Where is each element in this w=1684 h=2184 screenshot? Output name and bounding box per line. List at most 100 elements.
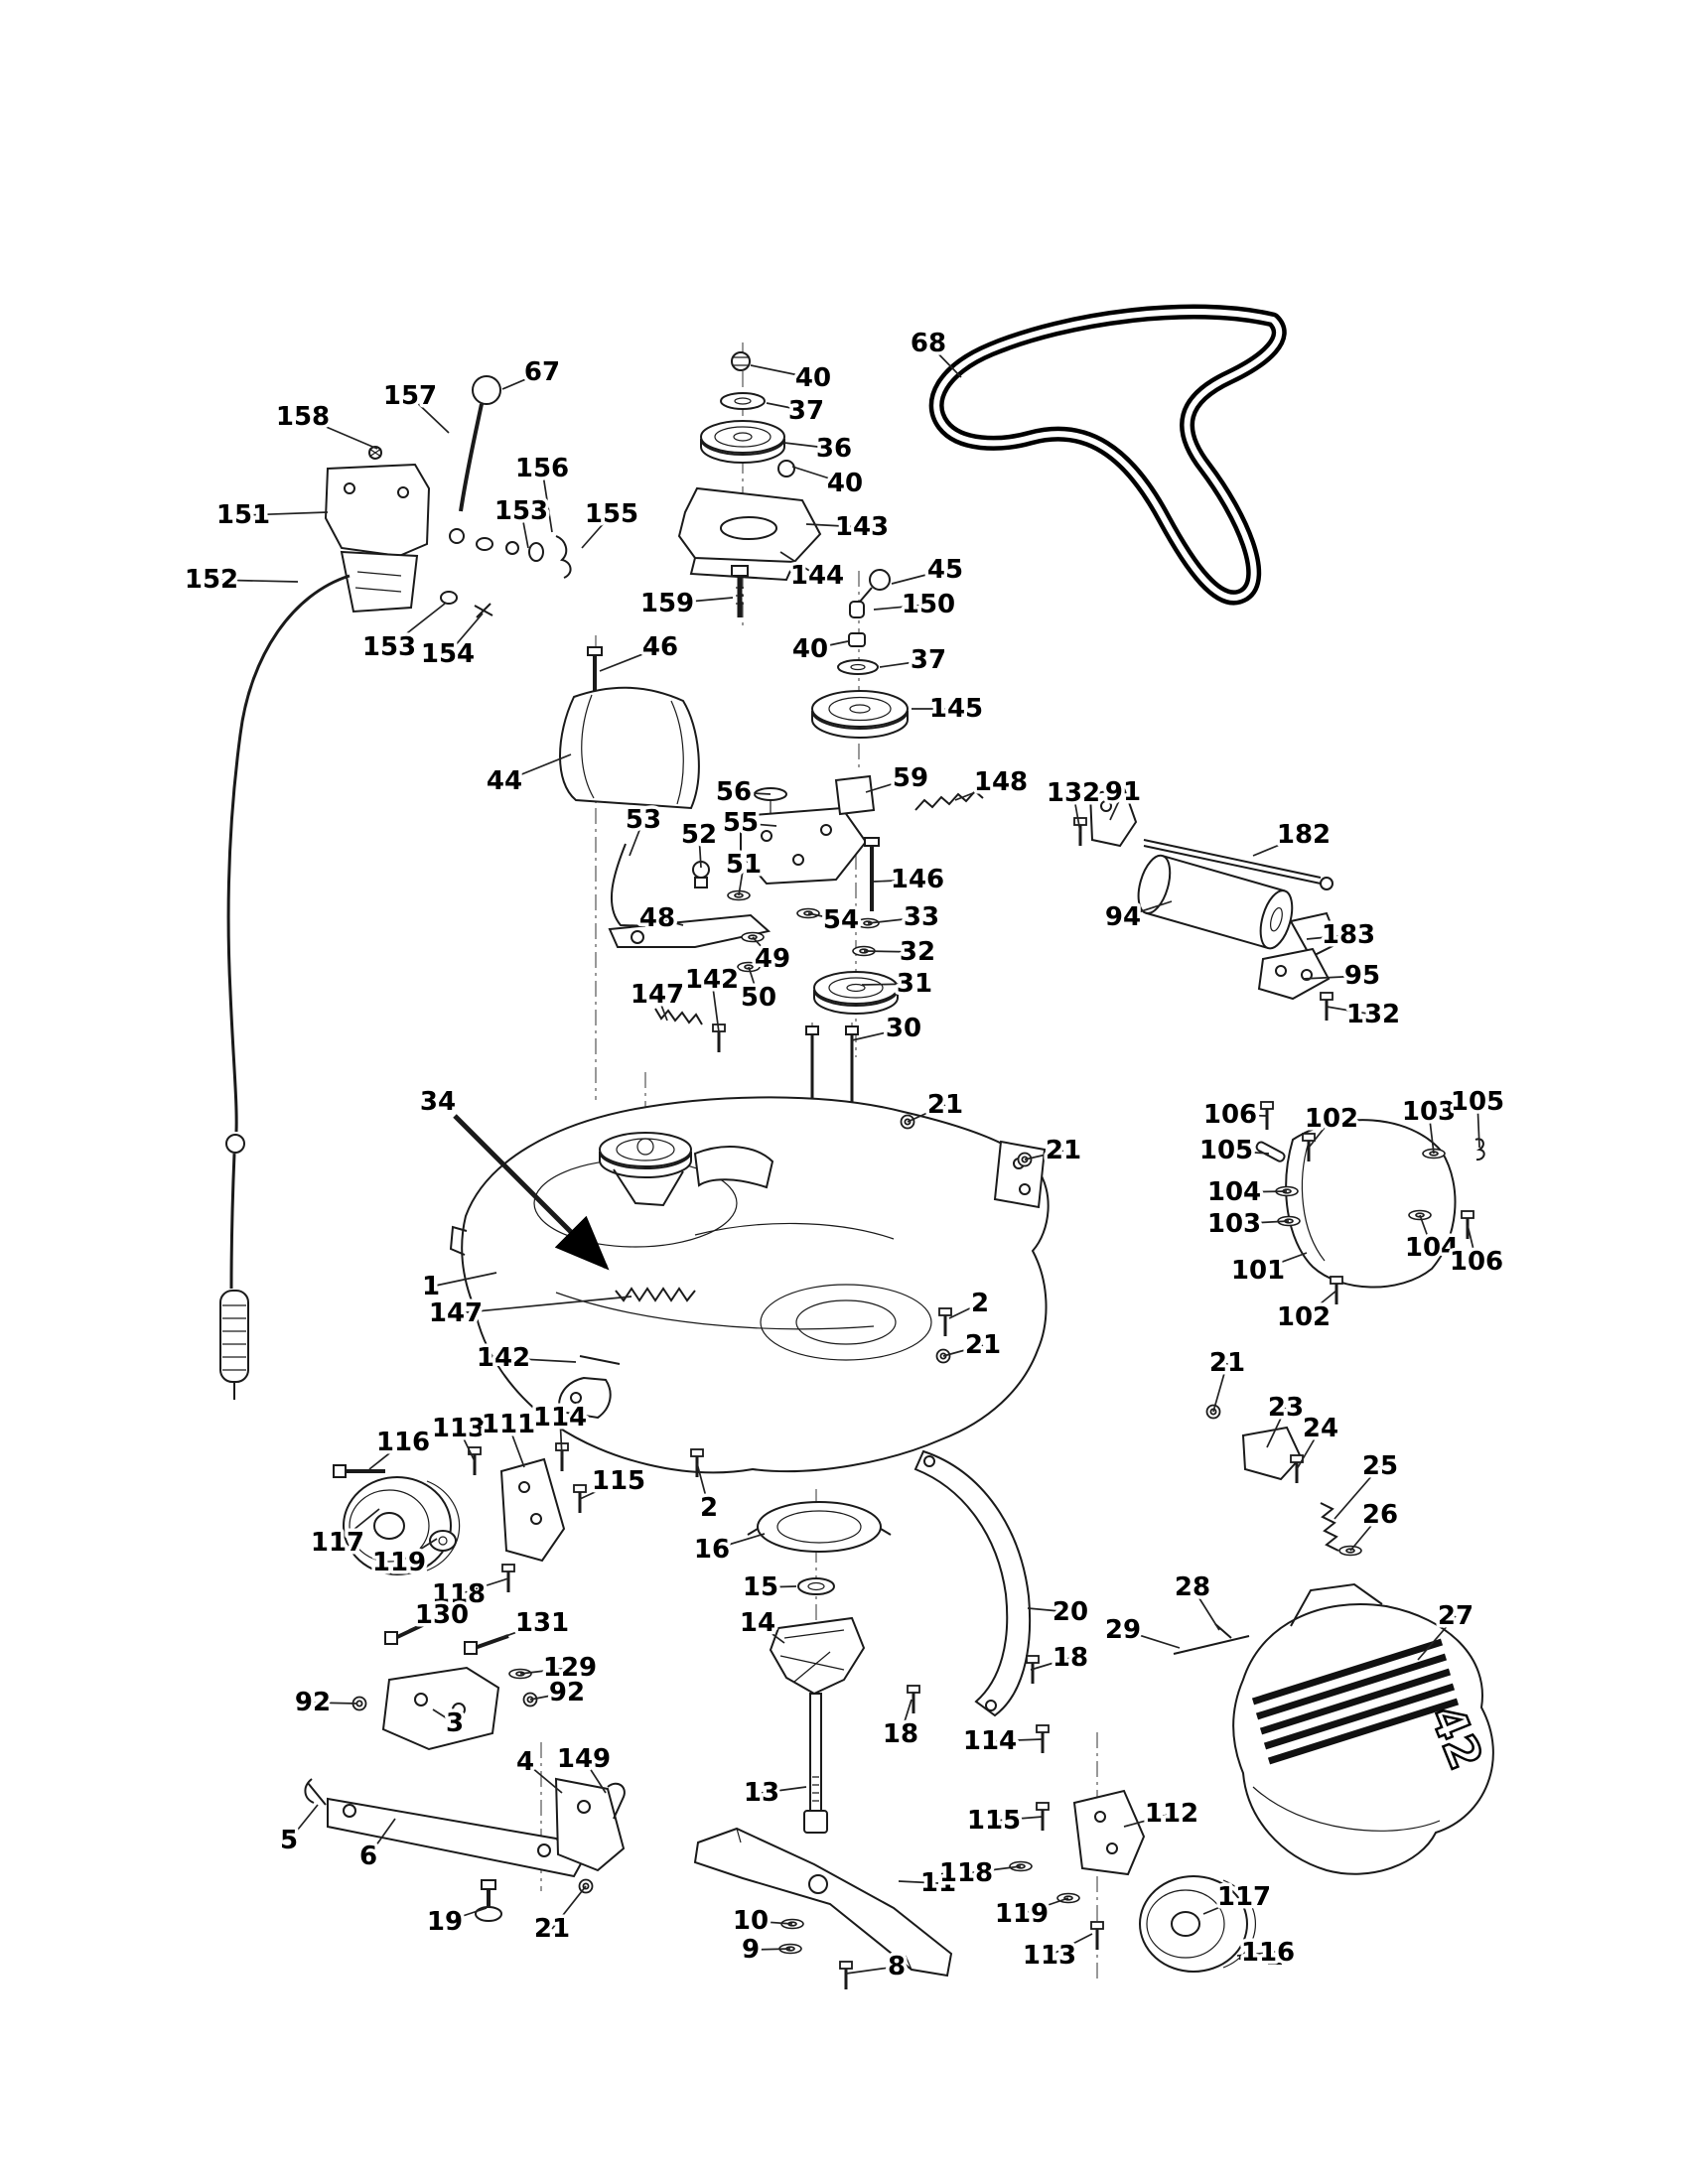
bolt-glyph	[1026, 1655, 1040, 1684]
part-callout-182: 182	[1277, 820, 1331, 850]
bolt-glyph	[938, 1307, 952, 1336]
part-callout-159: 159	[640, 589, 694, 618]
leader-line	[1306, 934, 1349, 940]
part-callout-154: 154	[421, 639, 475, 669]
leader-line	[398, 1538, 438, 1564]
brake-assembly	[608, 774, 984, 1146]
part-callout-148: 148	[974, 767, 1028, 797]
leader-line	[989, 1738, 1044, 1742]
part-callout-21: 21	[1046, 1136, 1081, 1165]
leader-line	[750, 364, 814, 379]
part-callout-115: 115	[592, 1466, 645, 1496]
blade-group	[693, 1827, 953, 1978]
bolt-glyph	[1090, 1921, 1104, 1950]
leader-line	[458, 1577, 509, 1595]
part-callout-37: 37	[788, 396, 824, 426]
part-callout-104: 104	[1207, 1177, 1261, 1207]
discharge-chute-group	[1255, 1119, 1485, 1289]
part-callout-44: 44	[487, 766, 522, 796]
leader-line	[312, 1702, 358, 1705]
bolt-glyph	[690, 1448, 704, 1477]
bolt-glyph	[1036, 1724, 1050, 1753]
leader-line	[367, 1818, 396, 1857]
part-callout-21: 21	[534, 1914, 570, 1944]
part-callout-2: 2	[700, 1493, 718, 1523]
part-callout-101: 101	[1231, 1256, 1285, 1286]
part-callout-147: 147	[429, 1298, 483, 1328]
bolt-glyph	[1260, 1101, 1274, 1130]
leader-line	[520, 510, 529, 549]
leader-line	[791, 466, 846, 484]
part-callout-24: 24	[1303, 1414, 1338, 1443]
leader-line	[752, 936, 773, 960]
right-gauge-wheel-group	[1072, 1789, 1282, 1973]
leader-line	[760, 1585, 797, 1588]
part-callout-40: 40	[792, 634, 828, 664]
leader-line	[579, 1480, 620, 1500]
clutch-cable	[219, 574, 351, 1400]
leader-line	[368, 1441, 404, 1470]
leader-line	[1476, 1101, 1480, 1149]
part-callout-45: 45	[927, 555, 963, 585]
leader-line	[711, 1533, 766, 1551]
leader-line	[1024, 1150, 1064, 1160]
part-callout-34: 34	[420, 1087, 456, 1117]
leader-line	[430, 1272, 497, 1288]
leader-line	[458, 1428, 476, 1462]
leader-line	[748, 966, 760, 999]
bolt-glyph	[839, 1961, 853, 1989]
leader-line	[501, 371, 543, 390]
leader-line	[865, 777, 912, 793]
part-callout-92: 92	[295, 1688, 331, 1717]
leader-line	[873, 604, 929, 611]
leader-line	[1417, 1615, 1457, 1661]
part-callout-46: 46	[642, 632, 678, 662]
part-callout-157: 157	[383, 381, 437, 411]
part-callout-31: 31	[897, 969, 932, 999]
leader-line	[210, 579, 299, 583]
leader-line	[898, 1880, 939, 1884]
leader-line	[1109, 791, 1124, 821]
mandrel-cover	[559, 686, 700, 810]
leader-line	[873, 879, 918, 883]
leader-line	[1229, 1114, 1268, 1117]
leader-line	[927, 342, 962, 378]
leader-line	[1302, 975, 1363, 980]
leader-line	[1428, 1111, 1435, 1155]
leader-line	[1122, 1629, 1181, 1649]
part-callout-117: 117	[311, 1528, 364, 1558]
part-callout-32: 32	[900, 937, 935, 967]
part-callout-19: 19	[427, 1907, 463, 1937]
engine-pulley-stack	[677, 351, 822, 617]
leader-line	[1252, 834, 1305, 857]
part-callout-40: 40	[827, 469, 863, 498]
leader-line	[1467, 1224, 1477, 1263]
part-callout-33: 33	[904, 902, 939, 932]
part-callout-117: 117	[1217, 1882, 1271, 1912]
part-callout-3: 3	[446, 1708, 464, 1738]
leader-line	[559, 1417, 563, 1458]
part-callout-142: 142	[685, 965, 739, 995]
part-callout-18: 18	[883, 1719, 918, 1749]
idler-pulley-group	[811, 569, 909, 739]
leader-line	[519, 1667, 571, 1675]
part-callout-2: 2	[971, 1289, 989, 1318]
leader-line	[302, 416, 378, 450]
leader-line	[503, 753, 572, 782]
leader-line	[863, 950, 918, 953]
bolt-glyph	[1302, 1133, 1316, 1161]
leader-line	[1233, 1190, 1288, 1193]
part-callout-55: 55	[723, 808, 759, 838]
part-callout-37: 37	[911, 645, 946, 675]
part-callout-151: 151	[216, 500, 270, 530]
leader-line	[524, 1761, 563, 1794]
part-callout-68: 68	[911, 329, 946, 358]
bolt-glyph	[907, 1685, 920, 1713]
leader-line	[1123, 1813, 1173, 1828]
part-callout-52: 52	[681, 820, 717, 850]
leader-line	[1027, 1607, 1071, 1613]
part-callout-27: 27	[1438, 1601, 1474, 1631]
part-callout-153: 153	[494, 496, 548, 526]
part-callout-116: 116	[1241, 1938, 1295, 1968]
part-callout-119: 119	[372, 1548, 426, 1577]
